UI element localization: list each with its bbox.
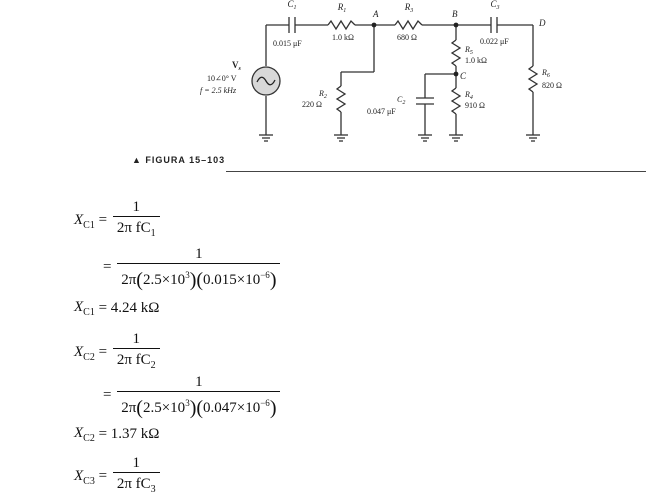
svg-text:R2: R2	[318, 89, 327, 100]
c1-value: 0.015 μF	[273, 39, 302, 48]
r3-value: 680 Ω	[397, 33, 417, 42]
r4-value: 910 Ω	[465, 101, 485, 110]
resistor-r2	[335, 85, 347, 113]
source-value: 10∠0° V	[207, 74, 237, 83]
resistor-r4	[450, 87, 462, 115]
svg-text:R5: R5	[464, 45, 473, 56]
svg-text:C1: C1	[287, 0, 296, 11]
svg-text:R4: R4	[464, 90, 473, 101]
node-b: B	[452, 9, 458, 19]
r1-value: 1.0 kΩ	[332, 33, 354, 42]
equation-xc1-result: XC1 = 4.24 kΩ	[74, 299, 160, 318]
source-frequency: f = 2.5 kHz	[200, 86, 237, 95]
figure-caption: ▲ FIGURA 15–103	[132, 155, 226, 165]
svg-text:C2: C2	[397, 95, 405, 106]
svg-text:R1: R1	[337, 2, 347, 14]
c2-value: 0.047 μF	[367, 107, 396, 116]
resistor-r6	[527, 65, 539, 93]
r6-value: 820 Ω	[542, 81, 562, 90]
resistor-r1	[327, 19, 356, 31]
c3-value: 0.022 μF	[480, 37, 509, 46]
r2-value: 220 Ω	[302, 100, 322, 109]
node-d: D	[538, 18, 546, 28]
resistor-r5	[450, 39, 462, 67]
svg-text:R6: R6	[541, 68, 550, 79]
node-c: C	[460, 71, 467, 81]
svg-text:R3: R3	[404, 2, 414, 14]
ground-symbols	[259, 134, 540, 142]
r5-value: 1.0 kΩ	[465, 56, 487, 65]
caption-rule	[226, 171, 646, 172]
equation-xc2-result: XC2 = 1.37 kΩ	[74, 425, 160, 444]
svg-text:C3: C3	[490, 0, 499, 11]
resistor-r3	[394, 19, 423, 31]
circuit-diagram: C1 0.015 μF R1 1.0 kΩ A R3 680 Ω B C3 0.…	[200, 0, 562, 142]
svg-text:Vs: Vs	[232, 60, 242, 72]
node-a: A	[372, 9, 379, 19]
